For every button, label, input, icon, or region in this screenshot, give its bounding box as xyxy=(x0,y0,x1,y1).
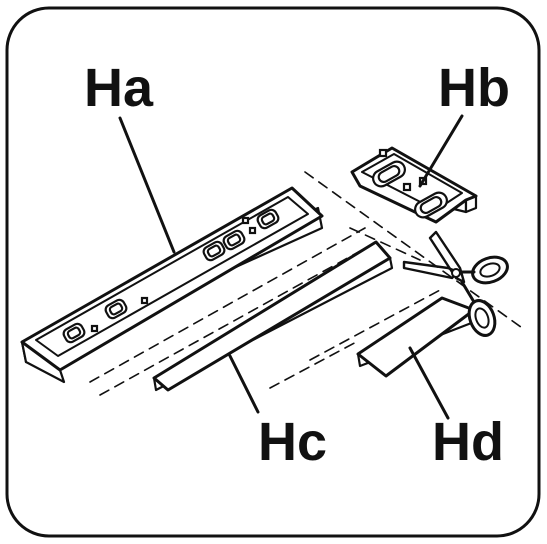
part-hc xyxy=(152,240,394,392)
scissors-icon xyxy=(402,230,509,337)
leader-lines xyxy=(118,114,464,420)
part-ha xyxy=(20,186,324,384)
frame-border xyxy=(5,6,541,538)
label-ha: Ha xyxy=(84,58,154,118)
label-hc: Hc xyxy=(258,412,327,472)
label-hd: Hd xyxy=(432,412,504,472)
ha-slots xyxy=(62,208,280,344)
label-hb: Hb xyxy=(438,58,510,118)
